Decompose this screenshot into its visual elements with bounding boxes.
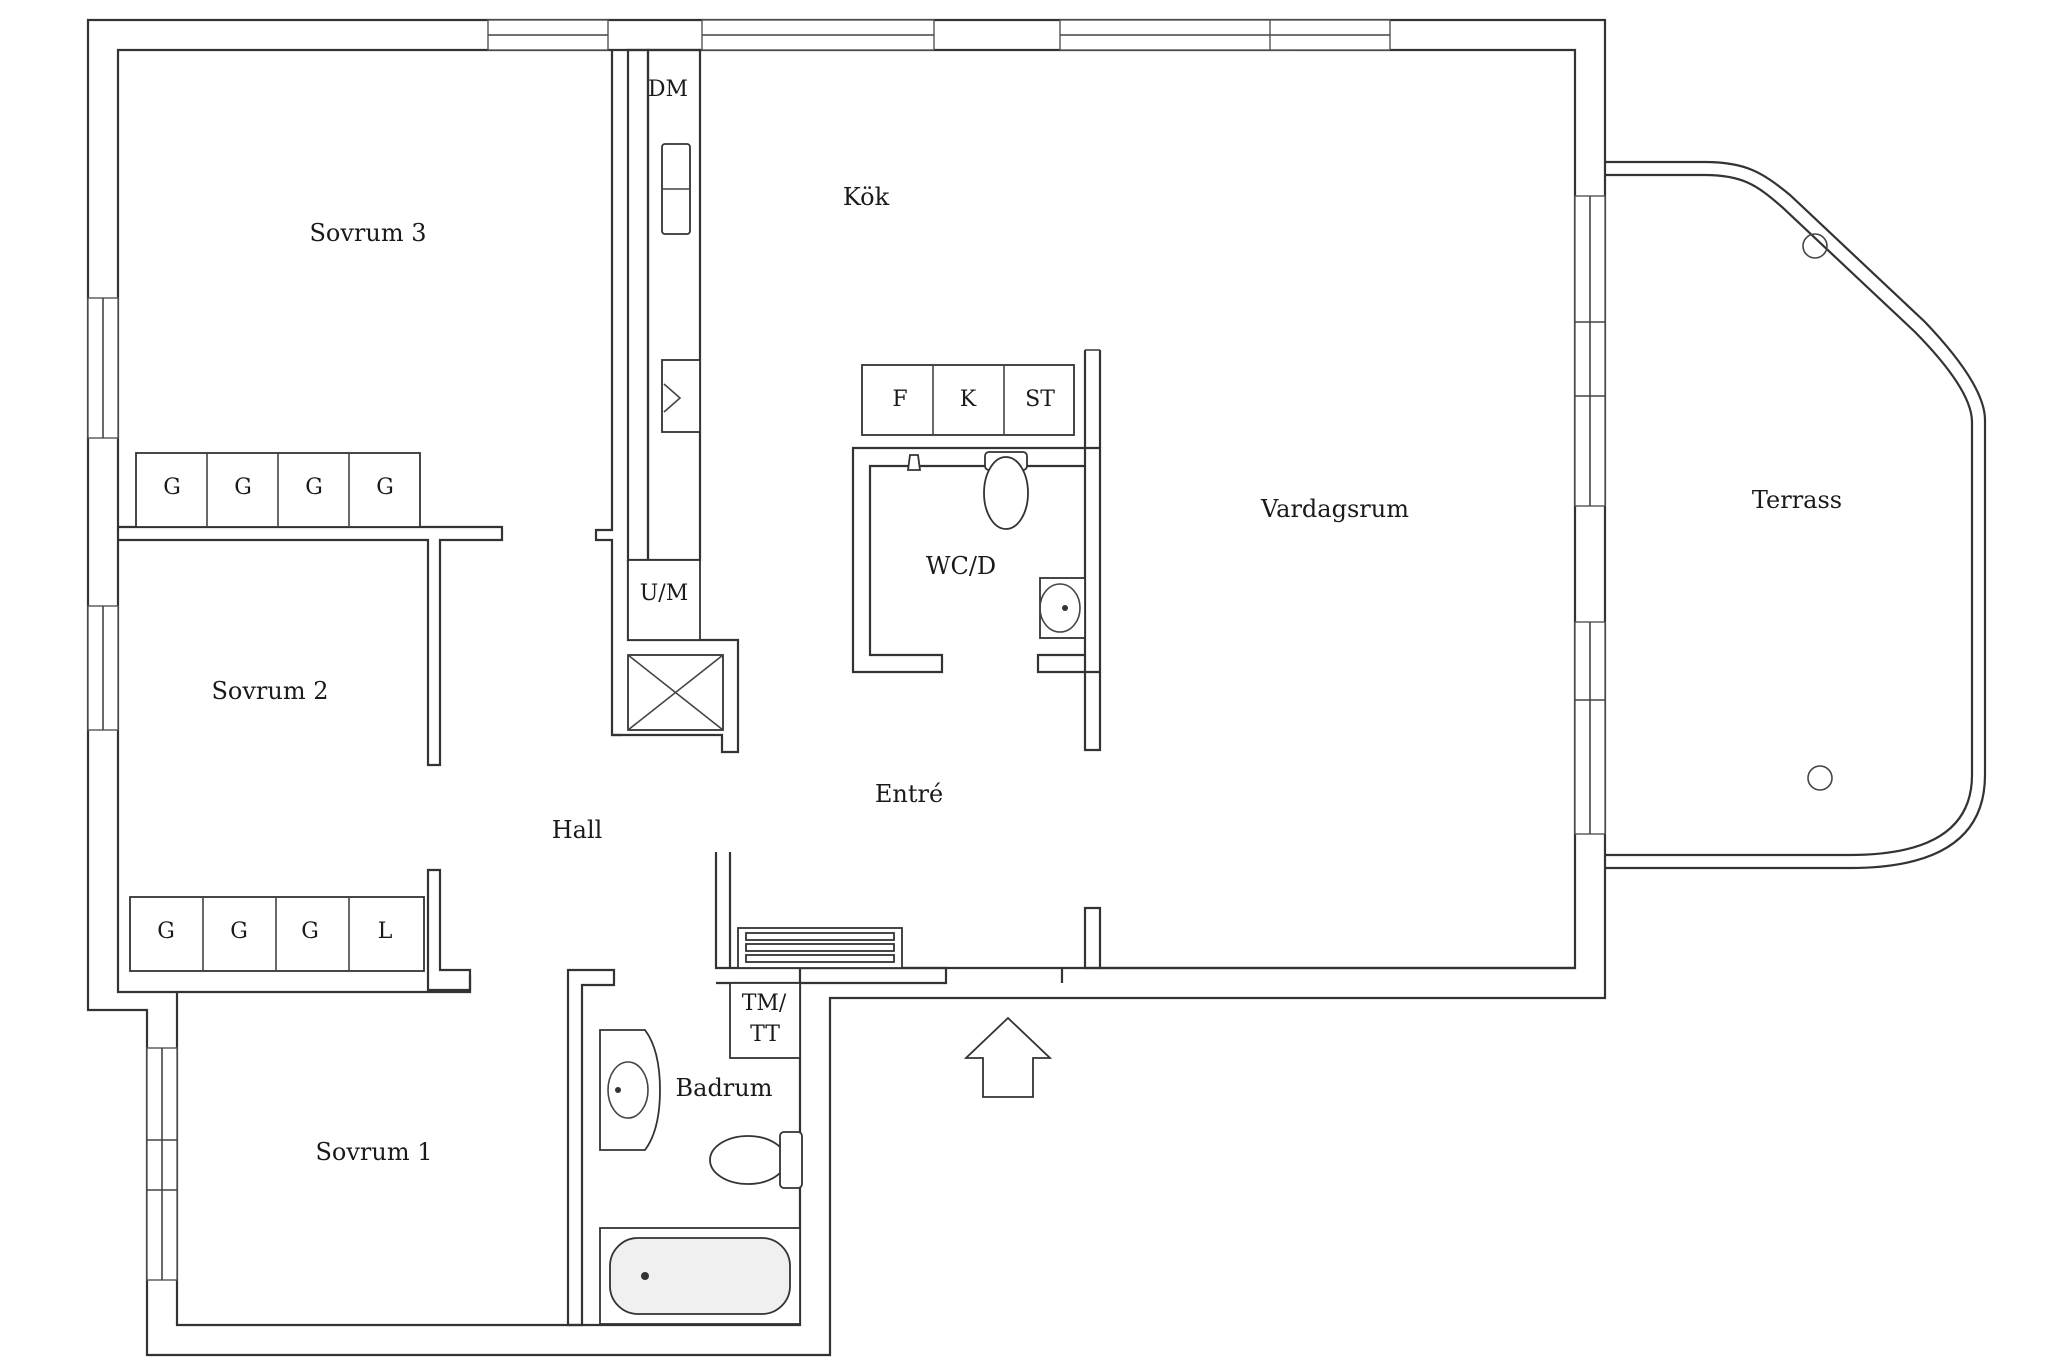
shower-icon [906,454,922,471]
label-g: G [301,919,319,944]
label-sovrum2: Sovrum 2 [211,677,328,705]
label-tm: TM/ [742,991,787,1016]
windows [87,19,1606,1281]
closets [129,364,1075,1059]
bath-toilet-icon [709,1135,787,1185]
label-st: ST [1025,387,1055,412]
bath-washbasin-icon [599,1029,661,1151]
label-wcd: WC/D [926,552,996,580]
terrace [1605,160,1987,870]
bath-fixtures [599,1029,803,1325]
terrace-post [1807,765,1833,791]
toilet-bowl-icon [983,456,1029,530]
kitchen-fixtures [627,143,903,969]
stove-icon [661,359,701,433]
closet-bottom [129,896,425,972]
entrance-arrow-icon [963,1016,1053,1098]
label-terrass: Terrass [1752,486,1842,514]
label-um: U/M [640,581,688,606]
label-sovrum3: Sovrum 3 [309,219,426,247]
label-f: F [892,387,907,412]
label-g: G [305,475,323,500]
label-g: G [163,475,181,500]
label-sovrum1: Sovrum 1 [315,1138,432,1166]
label-g: G [157,919,175,944]
label-g: G [376,475,394,500]
closet-um [627,559,701,641]
terrace-post [1802,233,1828,259]
label-hall: Hall [552,816,603,844]
label-k: K [960,387,977,412]
label-g: G [230,919,248,944]
label-vardagsrum: Vardagsrum [1260,495,1409,523]
label-l: L [378,919,393,944]
label-dm: DM [648,77,688,102]
label-kok: Kök [843,183,890,211]
closet-fks [861,364,1075,436]
label-badrum: Badrum [676,1074,773,1102]
label-entre: Entré [875,780,943,808]
label-tt: TT [750,1022,780,1047]
wc-fixtures [906,451,1086,639]
closet-tmtt [729,982,801,1059]
label-g: G [234,475,252,500]
